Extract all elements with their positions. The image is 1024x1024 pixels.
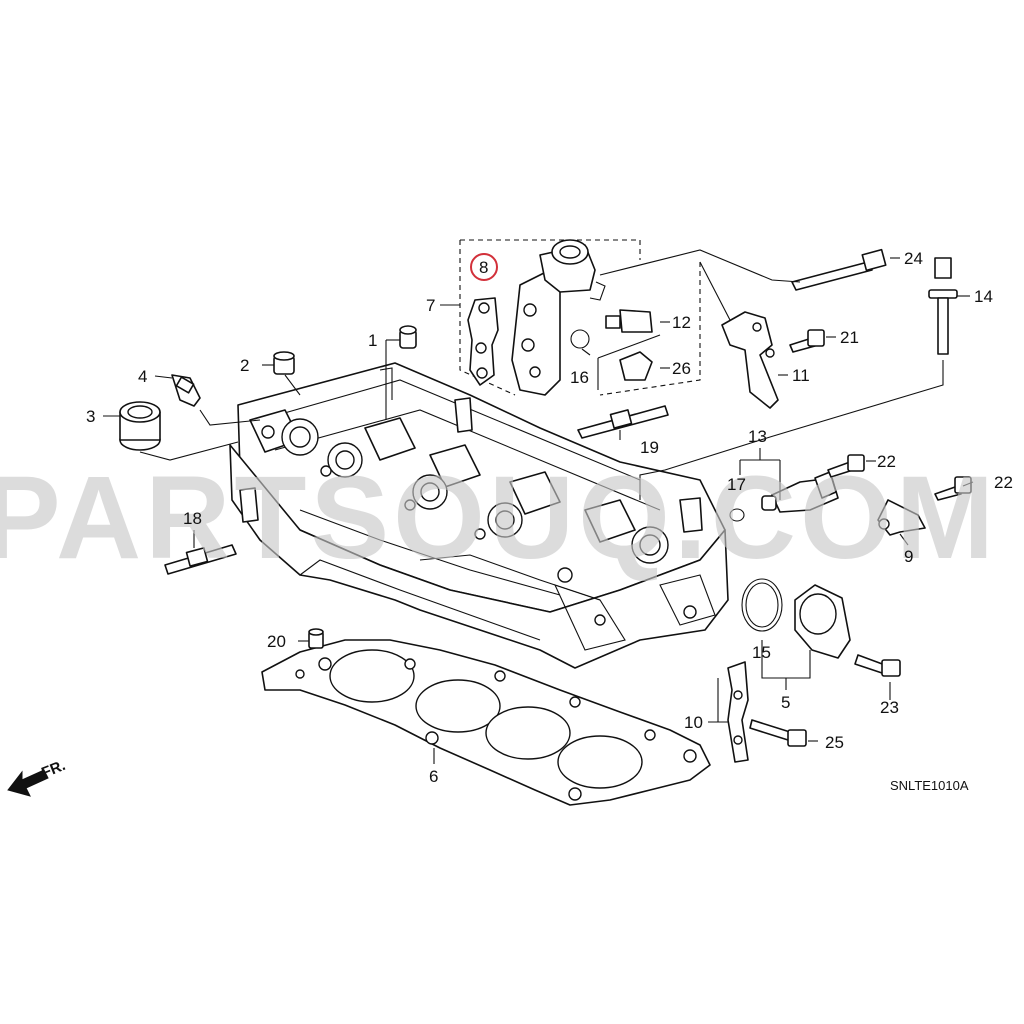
bolt-22b	[934, 476, 972, 501]
watermark: PARTSOUQ.COM	[0, 452, 998, 584]
bolt-23	[854, 654, 901, 677]
stud-18	[164, 544, 237, 575]
part-label-24[interactable]: 24	[904, 249, 923, 268]
leader-lines	[103, 249, 974, 764]
part-label-17[interactable]: 17	[727, 475, 746, 494]
highlight-ring	[470, 253, 498, 281]
front-arrow: FR.	[7, 757, 68, 797]
temp-sensor-4	[171, 374, 201, 407]
cam-position-sensor-13	[761, 471, 839, 513]
part-label-3[interactable]: 3	[86, 407, 95, 426]
part-labels: 1 2 3 4 5 6 7 8 9 10 11 12 13 14 15 16 1…	[86, 249, 1013, 786]
valve-seal-2	[273, 351, 295, 375]
head-gasket	[261, 639, 711, 806]
cylinder-head	[229, 362, 729, 669]
part-label-10[interactable]: 10	[684, 713, 703, 732]
part-label-6[interactable]: 6	[429, 767, 438, 786]
o-ring-16	[570, 329, 590, 349]
bracket-10	[727, 661, 749, 763]
part-label-19[interactable]: 19	[640, 438, 659, 457]
sensor-26	[597, 334, 661, 390]
front-arrow-icon	[7, 769, 49, 797]
o-ring-15	[741, 578, 783, 632]
part-label-22a[interactable]: 22	[877, 452, 896, 471]
part-label-26[interactable]: 26	[672, 359, 691, 378]
spool-gasket-8	[467, 297, 499, 386]
part-label-11[interactable]: 11	[792, 366, 810, 385]
figure-code: SNLTE1010A	[890, 778, 969, 793]
plug-3	[119, 401, 161, 451]
part-label-9[interactable]: 9	[904, 547, 913, 566]
part-label-4[interactable]: 4	[138, 367, 147, 386]
part-label-14[interactable]: 14	[974, 287, 993, 306]
spool-valve-body	[511, 239, 606, 396]
part-label-20[interactable]: 20	[267, 632, 286, 651]
part-label-25[interactable]: 25	[825, 733, 844, 752]
part-label-8[interactable]: 8	[479, 258, 488, 277]
valve-seal-1	[399, 325, 417, 349]
bracket-11	[721, 311, 779, 409]
part-label-1[interactable]: 1	[368, 331, 377, 350]
part-label-23[interactable]: 23	[880, 698, 899, 717]
o-ring-17	[729, 508, 745, 522]
bracket-9	[877, 499, 926, 536]
part-label-12[interactable]: 12	[672, 313, 691, 332]
bolt-21	[789, 329, 825, 353]
part-label-15[interactable]: 15	[752, 643, 771, 662]
part-label-13[interactable]: 13	[748, 427, 767, 446]
front-label: FR.	[39, 757, 68, 782]
water-outlet-5	[794, 584, 851, 659]
bolt-24	[791, 248, 887, 291]
part-label-2[interactable]: 2	[240, 356, 249, 375]
part-label-18[interactable]: 18	[183, 509, 202, 528]
vtc-assembly-box	[440, 239, 701, 396]
bolt-22a	[827, 454, 865, 478]
part-label-5[interactable]: 5	[781, 693, 790, 712]
part-label-7[interactable]: 7	[426, 296, 435, 315]
dowel-pin	[308, 628, 324, 649]
oil-pressure-switch-12	[605, 309, 653, 333]
part-label-16[interactable]: 16	[570, 368, 589, 387]
part-label-21[interactable]: 21	[840, 328, 859, 347]
part-label-22b[interactable]: 22	[994, 473, 1013, 492]
bolt-25	[749, 719, 807, 747]
bolt-14	[928, 257, 958, 355]
stud-19	[577, 405, 669, 439]
